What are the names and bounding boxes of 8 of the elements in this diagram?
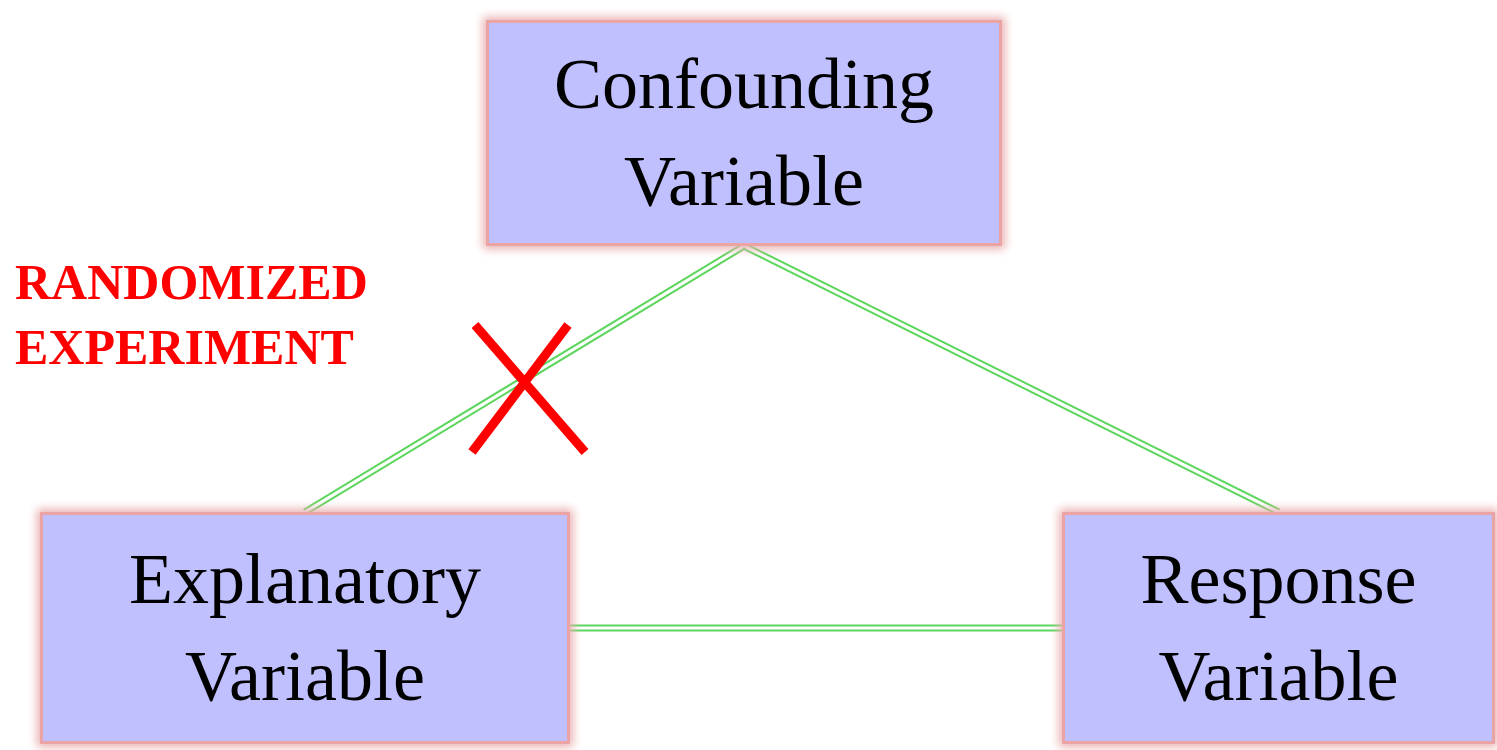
- node-label: Explanatory Variable: [128, 537, 482, 718]
- variable-box: [40, 512, 570, 744]
- double-line-connector: [569, 624, 1063, 632]
- variable-box: [486, 20, 1002, 246]
- annotation-text: RANDOMIZED EXPERIMENT: [15, 253, 369, 377]
- variable-box: [1062, 512, 1495, 744]
- node-label: Response Variable: [1139, 537, 1418, 718]
- node-label: Confounding Variable: [553, 42, 935, 223]
